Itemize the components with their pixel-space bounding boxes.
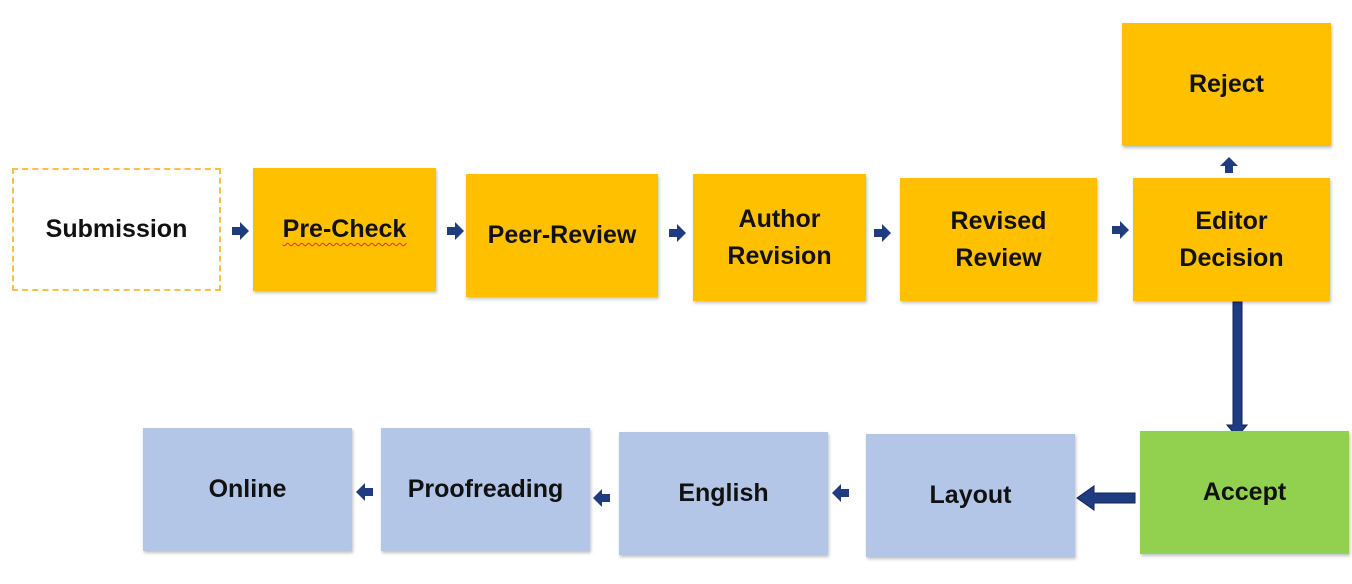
arrow-submission-to-precheck bbox=[232, 222, 249, 240]
arrow-accept-to-layout bbox=[1076, 485, 1136, 511]
arrow-peer-review-to-author-revision bbox=[669, 224, 686, 242]
accept-box: Accept bbox=[1140, 431, 1349, 554]
english-box: English bbox=[619, 432, 828, 555]
reject-label: Reject bbox=[1188, 70, 1265, 98]
online-label: Online bbox=[208, 475, 287, 503]
layout-box: Layout bbox=[866, 434, 1075, 557]
editor-decision-label: Editor Decision bbox=[1179, 206, 1284, 272]
revised-review-box: Revised Review bbox=[900, 178, 1097, 301]
reject-box: Reject bbox=[1122, 23, 1331, 146]
english-label: English bbox=[678, 479, 769, 507]
submission-label: Submission bbox=[45, 215, 188, 243]
accept-label: Accept bbox=[1202, 478, 1287, 506]
arrow-revised-review-to-editor-decision bbox=[1112, 221, 1129, 239]
layout-label: Layout bbox=[929, 481, 1012, 509]
submission-box: Submission bbox=[12, 168, 221, 291]
arrow-precheck-to-peer-review bbox=[447, 222, 464, 240]
revised-review-label: Revised Review bbox=[950, 206, 1047, 272]
peer-review-box: Peer-Review bbox=[466, 174, 658, 297]
editor-decision-box: Editor Decision bbox=[1133, 178, 1330, 301]
author-revision-box: Author Revision bbox=[693, 174, 866, 301]
proofreading-box: Proofreading bbox=[381, 428, 590, 551]
online-box: Online bbox=[143, 428, 352, 551]
peer-review-label: Peer-Review bbox=[487, 221, 637, 249]
precheck-box: Pre-Check bbox=[253, 168, 436, 291]
author-revision-label: Author Revision bbox=[727, 204, 832, 270]
arrow-english-to-proofreading bbox=[593, 489, 610, 507]
arrow-editor-decision-to-reject bbox=[1220, 157, 1238, 173]
arrow-layout-to-english bbox=[832, 484, 849, 502]
arrow-proofreading-to-online bbox=[356, 483, 373, 501]
proofreading-label: Proofreading bbox=[407, 475, 564, 503]
arrow-author-revision-to-revised-review bbox=[874, 224, 891, 242]
arrow-editor-decision-to-accept bbox=[1225, 301, 1249, 438]
precheck-label: Pre-Check bbox=[282, 215, 407, 243]
